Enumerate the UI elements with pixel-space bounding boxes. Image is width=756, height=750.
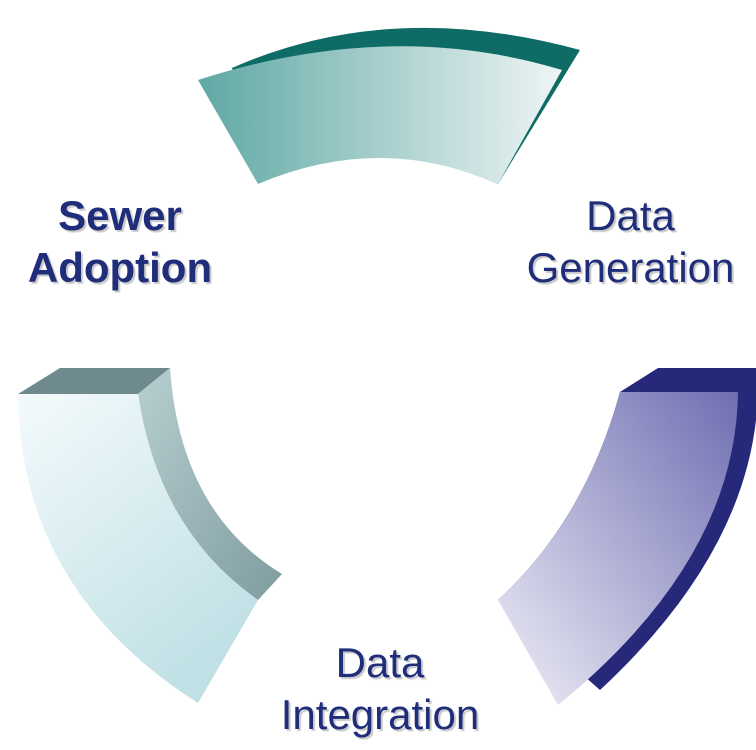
left-arc-segment (18, 368, 282, 703)
top-arc-face (198, 46, 562, 184)
right-arc-segment (498, 368, 756, 705)
left-arc-face (18, 394, 258, 703)
label-data-integration-line1: Data (335, 639, 425, 686)
right-arc-face (498, 392, 738, 705)
label-data-integration-line2: Integration (280, 691, 480, 738)
label-sewer-adoption: Sewer Adoption (10, 190, 230, 294)
left-arc-top-facet (18, 368, 170, 394)
label-data-generation-line1: Data (586, 192, 675, 239)
left-arc-inner-facet (138, 368, 282, 600)
label-data-generation: Data Generation (505, 190, 756, 294)
label-sewer-adoption-line2: Adoption (27, 244, 213, 291)
label-data-generation-line2: Generation (526, 244, 735, 291)
label-data-integration: Data Integration (250, 637, 510, 741)
label-sewer-adoption-line1: Sewer (58, 192, 182, 239)
top-arc-segment (198, 27, 580, 185)
